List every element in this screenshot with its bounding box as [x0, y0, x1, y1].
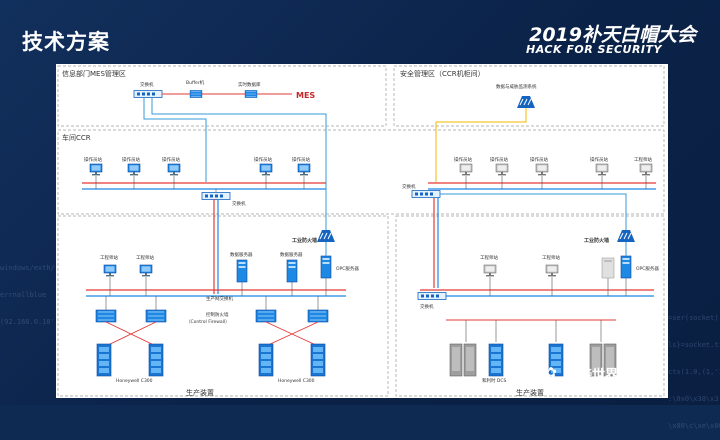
- left-op-station-label: 操作员站: [254, 156, 272, 163]
- left-ccr-switch: [201, 192, 231, 200]
- left-opc-label: OPC服务器: [336, 265, 359, 272]
- background-code-line: errnallblue: [0, 291, 47, 299]
- left-op-stations: [89, 163, 311, 176]
- left-op-station-label: 操作员站: [84, 156, 102, 163]
- right-opc-label: OPC服务器: [636, 265, 659, 272]
- control-firewall-label: 控制防火墙: [206, 311, 229, 318]
- background-code-line: :\0x0\x38\x3: [668, 395, 719, 403]
- zone-production-left: [57, 215, 389, 397]
- right-op-station-label: 操作员站: [590, 156, 608, 163]
- buffer-server-icon: [189, 90, 203, 98]
- zone-mes: [57, 65, 387, 127]
- monitor-system-icon: [516, 95, 536, 109]
- background-code-line: \x00\c\xe\x00: [668, 422, 720, 430]
- network-diagram-panel: 信息部门MES管理区 安全管理区（CCR机柜间） 车间CCR 生产装置 生产装置…: [56, 64, 668, 398]
- mes-label: MES: [296, 91, 315, 100]
- right-eng-station-label: 工程师站: [542, 254, 560, 261]
- zone-label-production-left: 生产装置: [186, 388, 214, 397]
- mes-server-label: 实时数据库: [238, 81, 261, 88]
- brand-logo-text: 2019补天白帽大会: [529, 24, 696, 46]
- background-code-left: windows/exth/ errnallblue (92.168.0.10': [0, 246, 55, 336]
- left-data-server-label: 数据服务器: [280, 251, 303, 258]
- background-code-line: ls}=socket.ti: [668, 341, 720, 349]
- right-production-switch: [417, 292, 447, 300]
- brand-subtitle: HACK FOR SECURITY: [526, 43, 662, 56]
- left-controller-1-label: Honeywell C300: [116, 378, 153, 384]
- buffer-server-label: Buffer机: [186, 79, 205, 86]
- right-ccr-switch-label: 交换机: [402, 183, 416, 190]
- left-eng-station-label: 工程师站: [100, 254, 118, 261]
- watermark-text: 连接世界的暗影: [566, 367, 658, 383]
- zone-security: [393, 65, 665, 127]
- right-op-station-label: 操作员站: [454, 156, 472, 163]
- left-control-switch-label: 生产网交换机: [206, 295, 233, 302]
- slide-title: 技术方案: [22, 30, 110, 54]
- left-op-station-label: 操作员站: [292, 156, 310, 163]
- right-op-station-label: 操作员站: [530, 156, 548, 163]
- right-op-station-label: 操作员站: [490, 156, 508, 163]
- right-op-station-label: 工程师站: [634, 156, 652, 163]
- left-data-server-label: 数据服务器: [230, 251, 253, 258]
- background-code-line: =ser(socket): [668, 314, 719, 322]
- right-op-stations: [459, 163, 653, 176]
- left-op-station-label: 操作员站: [162, 156, 180, 163]
- right-firewall-label: 工业防火墙: [584, 237, 609, 244]
- zone-production-right: [395, 215, 665, 397]
- right-controller-label: 和利时 DCS: [482, 377, 507, 384]
- zone-label-ccr: 车间CCR: [62, 133, 91, 142]
- zone-label-production-right: 生产装置: [516, 388, 544, 397]
- mes-server-icon: [244, 90, 258, 98]
- monitor-system-label: 数据与威胁监测系统: [496, 83, 537, 90]
- right-ccr-switch: [411, 190, 441, 198]
- background-code-line: windows/exth/: [0, 264, 55, 272]
- right-eng-station-label: 工程师站: [480, 254, 498, 261]
- zone-ccr: [57, 129, 665, 215]
- wechat-icon: ✿: [545, 365, 557, 381]
- watermark: ✿ 连接世界的暗影: [540, 362, 710, 384]
- right-switch-label: 交换机: [420, 303, 434, 310]
- mes-switch: [133, 90, 163, 98]
- zone-label-mes: 信息部门MES管理区: [62, 69, 126, 78]
- background-code-line: (92.168.0.10': [0, 318, 55, 326]
- left-eng-station-label: 工程师站: [136, 254, 154, 261]
- left-controller-2-label: Honeywell C300: [278, 378, 315, 384]
- background-code-line: ctx(1.0,(1,'1234': [668, 368, 720, 376]
- zone-label-security: 安全管理区（CCR机柜间）: [400, 69, 485, 78]
- network-diagram: 信息部门MES管理区 安全管理区（CCR机柜间） 车间CCR 生产装置 生产装置…: [57, 65, 665, 397]
- control-firewall-en-label: （Control Firewall）: [186, 319, 230, 325]
- left-firewall-icon: [316, 229, 336, 243]
- mes-switch-label: 交换机: [140, 81, 154, 88]
- right-firewall-icon: [616, 229, 636, 243]
- left-ccr-switch-label: 交换机: [232, 200, 246, 207]
- left-op-station-label: 操作员站: [122, 156, 140, 163]
- left-firewall-label: 工业防火墙: [292, 237, 317, 244]
